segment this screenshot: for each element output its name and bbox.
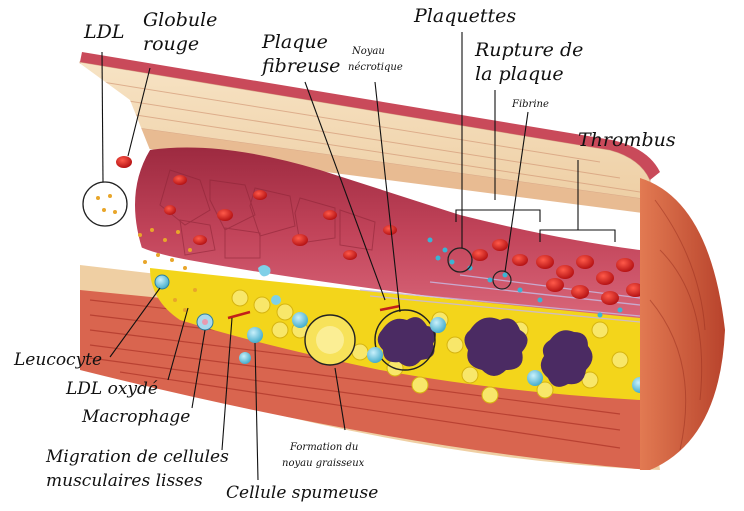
label-rupture-1: Rupture de <box>475 40 583 61</box>
label-fibrine: Fibrine <box>512 99 549 110</box>
label-rupture-2: la plaque <box>475 64 564 85</box>
label-leucocyte: Leucocyte <box>14 351 102 370</box>
label-plaquettes: Plaquettes <box>414 6 516 27</box>
fatty-core <box>316 326 344 354</box>
label-noyau-2: nécrotique <box>348 62 403 73</box>
label-ldl: LDL <box>84 22 124 43</box>
label-formation-1: Formation du <box>290 442 358 453</box>
label-formation-2: noyau graisseux <box>282 458 364 469</box>
label-plaque-fibreuse-2: fibreuse <box>262 56 340 77</box>
label-thrombus: Thrombus <box>578 130 676 151</box>
artery-end-cap <box>640 178 725 470</box>
label-migration-1: Migration de cellules <box>46 448 229 467</box>
label-globule-rouge-2: rouge <box>143 34 199 55</box>
label-noyau-1: Noyau <box>352 46 385 57</box>
ldl-highlight <box>83 182 127 226</box>
label-cellule-spumeuse: Cellule spumeuse <box>226 484 378 503</box>
label-plaque-fibreuse-1: Plaque <box>262 32 328 53</box>
label-ldl-oxyde: LDL oxydé <box>66 380 158 399</box>
label-globule-rouge-1: Globule <box>143 10 217 31</box>
label-migration-2: musculaires lisses <box>46 472 203 491</box>
label-macrophage: Macrophage <box>82 408 190 427</box>
